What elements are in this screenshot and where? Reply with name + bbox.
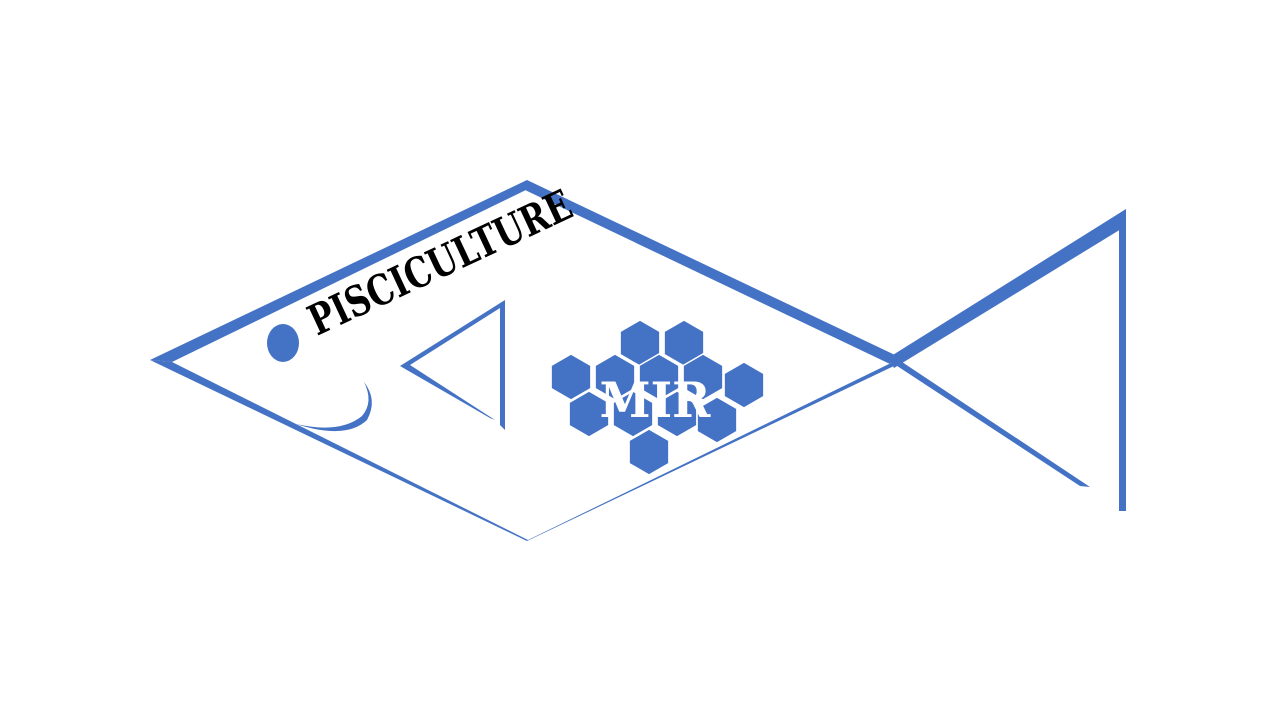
egg-hexagon	[612, 390, 654, 438]
egg-hexagon	[656, 390, 698, 438]
egg-hexagon-cluster	[550, 319, 765, 476]
fish-gill	[400, 300, 505, 430]
egg-hexagon	[568, 390, 610, 438]
brand-text: PISCICULTURE	[301, 180, 580, 345]
egg-hexagon	[723, 361, 765, 409]
egg-hexagon	[550, 353, 592, 401]
fish-tail	[888, 209, 1126, 511]
fish-body-outline	[150, 180, 896, 541]
egg-hexagon	[638, 353, 680, 401]
center-text: MIR	[600, 373, 711, 429]
fish-mouth	[296, 382, 372, 432]
egg-hexagon	[628, 428, 670, 476]
egg-hexagon	[696, 396, 738, 444]
egg-hexagon	[594, 353, 636, 401]
fish-eye	[267, 324, 299, 362]
egg-hexagon	[682, 353, 724, 401]
